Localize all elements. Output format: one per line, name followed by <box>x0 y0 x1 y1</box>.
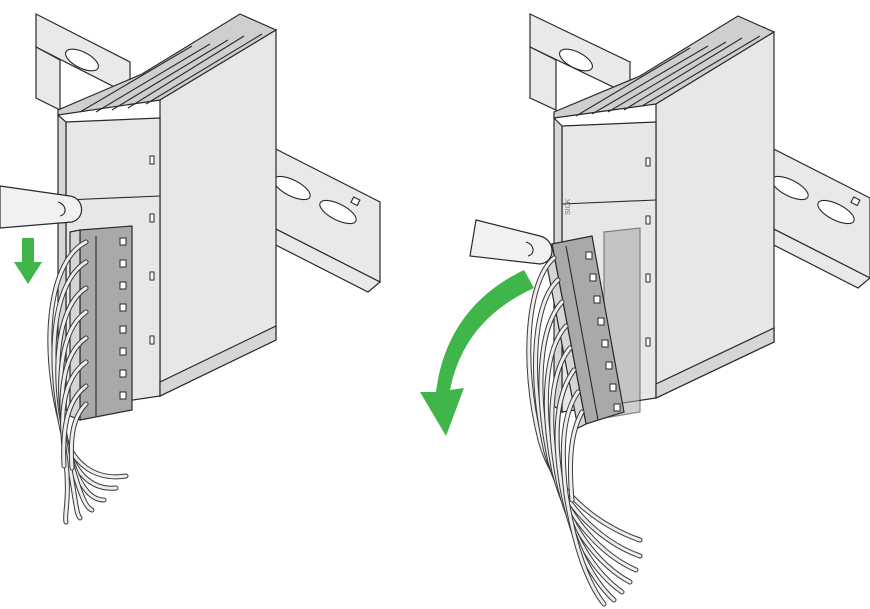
arrow-down-icon <box>14 238 42 284</box>
terminal-points-left <box>119 237 127 400</box>
din-rail-right <box>529 13 870 289</box>
arrow-curved-icon <box>420 270 534 436</box>
wire-bundle-left <box>47 239 129 525</box>
terminal-points-right <box>585 251 621 412</box>
device-brand-label: SICK <box>565 198 572 215</box>
din-rail-left <box>35 13 382 293</box>
panel-left <box>0 13 382 525</box>
wire-bundle-right <box>526 255 643 607</box>
finger-right <box>469 219 553 265</box>
finger-left <box>0 185 83 229</box>
panel-right: SICK <box>420 13 870 607</box>
terminal-plug-right <box>543 235 625 429</box>
